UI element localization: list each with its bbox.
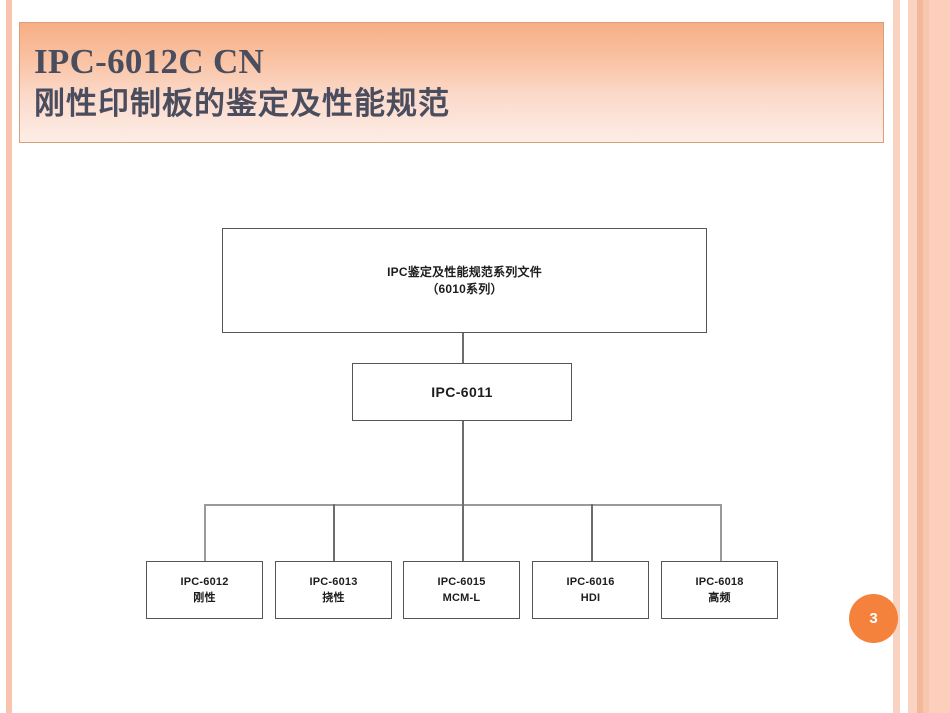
diagram-node-leaf-4: IPC-6016 HDI [532,561,649,619]
connector-middle-to-bus [462,421,464,504]
diagram-node-leaf-5: IPC-6018 高频 [661,561,778,619]
connector-root-to-middle [462,333,464,363]
leaf-5-label: 高频 [708,592,731,604]
middle-node-label: IPC-6011 [431,384,493,400]
slide-title-banner: IPC-6012C CN 刚性印制板的鉴定及性能规范 [19,22,884,143]
right-edge-stripe-3 [917,0,923,713]
diagram-node-middle: IPC-6011 [352,363,572,421]
diagram-node-root: IPC鉴定及性能规范系列文件 （6010系列） [222,228,707,333]
root-node-line-1: IPC鉴定及性能规范系列文件 [387,264,542,279]
connector-drop-5 [720,504,722,561]
right-edge-stripe-1 [893,0,900,713]
right-edge-stripe-2 [908,0,917,713]
right-edge-stripe-4 [923,0,929,713]
connector-drop-1 [204,504,206,561]
leaf-4-label: HDI [580,592,601,604]
leaf-1-label: 刚性 [193,592,216,604]
right-edge-stripe-5 [929,0,950,713]
diagram-node-leaf-2: IPC-6013 挠性 [275,561,392,619]
connector-drop-2 [333,504,335,561]
diagram-node-leaf-3: IPC-6015 MCM-L [403,561,520,619]
connector-drop-4 [591,504,593,561]
leaf-3-code: IPC-6015 [437,576,486,588]
leaf-3-label: MCM-L [442,592,481,604]
left-edge-stripe [6,0,12,713]
leaf-1-code: IPC-6012 [180,576,229,588]
slide-title-subtitle: 刚性印制板的鉴定及性能规范 [34,86,450,122]
leaf-2-label: 挠性 [322,592,345,604]
diagram-node-leaf-1: IPC-6012 刚性 [146,561,263,619]
page-number-badge: 3 [849,594,898,643]
root-node-line-2: （6010系列） [426,281,503,296]
slide-title-primary: IPC-6012C CN [34,42,265,81]
connector-drop-3 [462,504,464,561]
leaf-4-code: IPC-6016 [566,576,615,588]
leaf-2-code: IPC-6013 [309,576,358,588]
leaf-5-code: IPC-6018 [695,576,744,588]
